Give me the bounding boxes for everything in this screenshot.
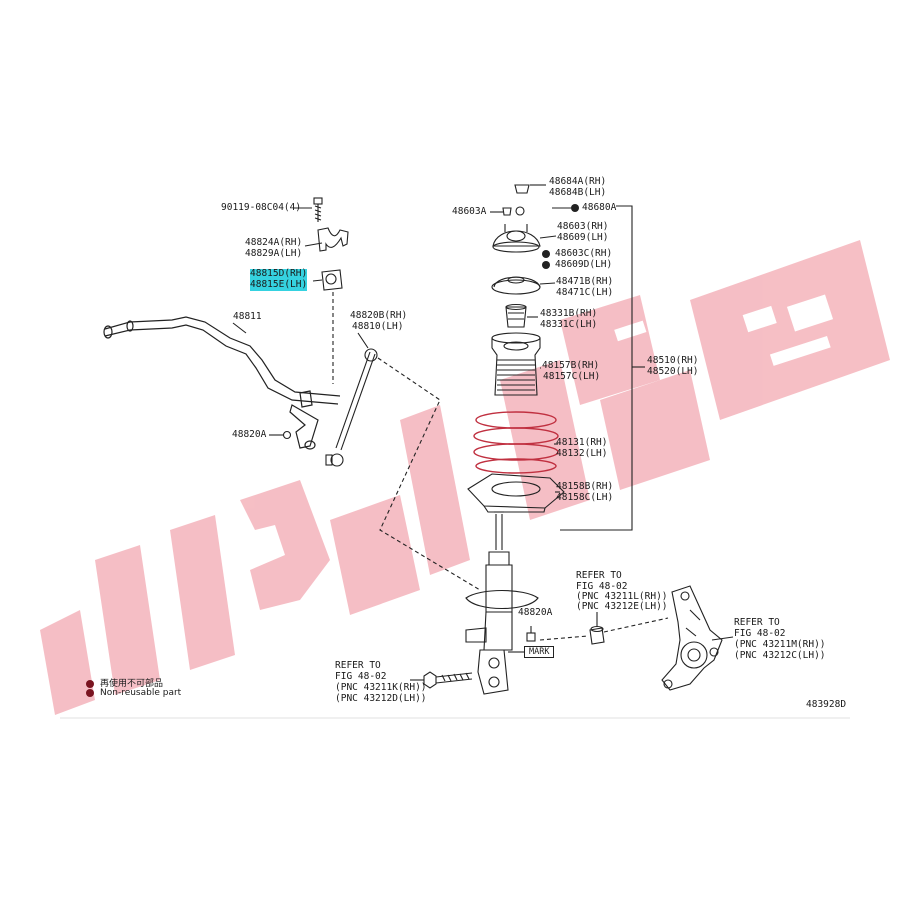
bolt-part [313,197,323,222]
label-bolt: 90119-08C04(4) [221,202,302,213]
ref-top-line-1: REFER TO [576,570,622,581]
label-cap-lh: 48684B(LH) [549,187,607,198]
label-link-rh: 48820B(RH) [350,310,408,321]
label-stabilizer-bar: 48811 [233,311,262,322]
label-boot-lh: 48157C(LH) [543,371,601,382]
label-seat-lh: 48471C(LH) [556,287,614,298]
non-reusable-dot [571,204,579,212]
coil-spring [473,411,559,474]
label-lower-seat-lh: 48158C(LH) [556,492,614,503]
label-nut-b: 48680A [582,202,617,213]
label-spring-rh: 48131(RH) [556,437,608,448]
ref-top-line-3: (PNC 43211L(RH)) [576,591,668,602]
figure-code: 483928D [806,699,847,710]
non-reusable-dot-icon [86,688,94,697]
legend-label-en: Non-reusable part [100,688,182,698]
non-reusable-dot [542,261,550,269]
legend-label-jp: 再使用不可部品 [100,679,164,689]
leader-strut-assy [560,205,633,531]
ref-left-line-3: (PNC 43211K(RH)) [335,682,427,693]
label-bracket-rh: 48824A(RH) [245,237,303,248]
label-strut-assy-lh: 48520(LH) [647,366,699,377]
ref-right-line-4: (PNC 43212C(LH)) [734,650,826,661]
strut-nut [526,626,536,642]
label-link-nut: 48820A [232,429,267,440]
mark-box: MARK [524,646,555,658]
label-nut-a: 48603A [452,206,487,217]
label-lower-seat-rh: 48158B(RH) [556,481,614,492]
label-bushing-lh[interactable]: 48815E(LH) [250,279,308,291]
label-seat-rh: 48471B(RH) [556,276,614,287]
label-support-rh: 48603(RH) [557,221,609,232]
non-reusable-dot-icon [86,679,94,688]
label-bushing-rh[interactable]: 48815D(RH) [250,268,308,280]
ref-left-line-2: FIG 48-02 [335,671,387,682]
leader-bushing [312,279,323,282]
bracket-part [317,227,349,252]
knuckle-bolt [410,671,473,689]
bushing-part [321,269,343,291]
label-strut-assy-rh: 48510(RH) [647,355,699,366]
legend-item-jp: 再使用不可部品 [86,676,163,689]
non-reusable-dot [542,250,550,258]
ref-left-line-4: (PNC 43212D(LH)) [335,693,427,704]
stabilizer-bar [103,316,341,450]
label-link-lh: 48810(LH) [352,321,404,332]
ref-right-line-2: FIG 48-02 [734,628,786,639]
ref-top-line-4: (PNC 43212E(LH)) [576,601,668,612]
legend-item-en: Non-reusable part [86,688,181,698]
label-support-nut-lh: 48609D(LH) [555,259,613,270]
knuckle-bushing [589,625,605,645]
label-support-nut-rh: 48603C(RH) [555,248,613,259]
ref-right-line-3: (PNC 43211M(RH)) [734,639,826,650]
label-support-lh: 48609(LH) [557,232,609,243]
label-bumper-rh: 48331B(RH) [540,308,598,319]
ref-left-line-1: REFER TO [335,660,381,671]
steering-knuckle [661,585,723,691]
label-bracket-lh: 48829A(LH) [245,248,303,259]
ref-right-line-1: REFER TO [734,617,780,628]
ref-top-line-2: FIG 48-02 [576,581,628,592]
label-bumper-lh: 48331C(LH) [540,319,598,330]
lower-spring-seat [467,473,565,513]
label-boot-rh: 48157B(RH) [542,360,600,371]
leader-link-to-strut [377,357,481,591]
strut-top-parts [490,184,541,396]
link-nut [282,430,292,440]
label-spring-lh: 48132(LH) [556,448,608,459]
stabilizer-link [325,332,378,467]
label-cap-rh: 48684A(RH) [549,176,607,187]
strut-body [465,511,539,695]
label-strut-nut: 48820A [518,607,553,618]
